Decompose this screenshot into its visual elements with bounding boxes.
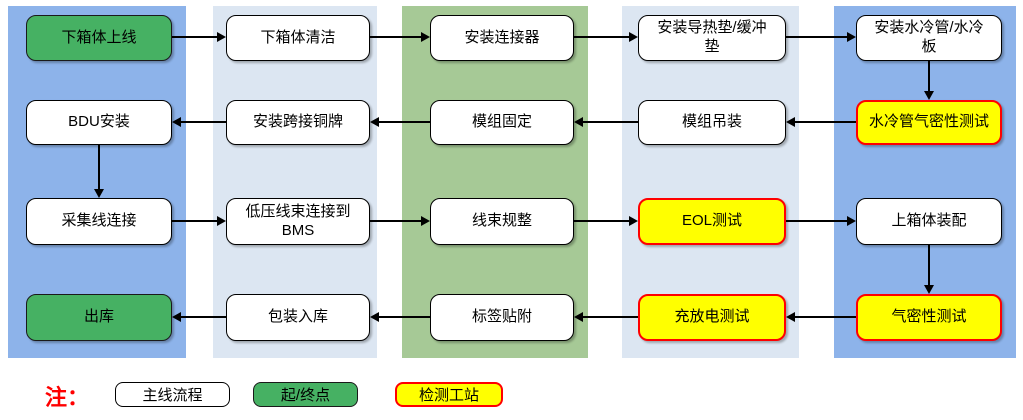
arrow-head-r3-4 — [847, 216, 856, 226]
arrow-head-r1-3 — [629, 32, 638, 42]
arrow-line-r2-1 — [795, 121, 856, 123]
flow-node-r3-c4: EOL测试 — [638, 198, 786, 245]
arrow-line-r1-3 — [574, 36, 629, 38]
flow-node-r2-c1: BDU安装 — [26, 100, 172, 145]
arrow-line-v1 — [928, 61, 930, 91]
arrow-line-r3-1 — [172, 220, 217, 222]
arrow-line-r2-4 — [181, 121, 226, 123]
arrow-head-r1-4 — [847, 32, 856, 42]
arrow-line-r1-4 — [786, 36, 847, 38]
flow-node-r4-c4: 充放电测试 — [638, 294, 786, 341]
flow-node-r3-c3: 线束规整 — [430, 198, 574, 245]
flow-node-r4-c3: 标签贴附 — [430, 294, 574, 341]
legend-start-end: 起/终点 — [253, 382, 358, 407]
arrow-head-v3 — [924, 285, 934, 294]
flow-node-r1-c4: 安装导热垫/缓冲 垫 — [638, 15, 786, 61]
arrow-head-r3-2 — [421, 216, 430, 226]
flow-node-r2-c5: 水冷管气密性测试 — [856, 100, 1002, 145]
arrow-line-r2-3 — [379, 121, 430, 123]
arrow-line-r3-4 — [786, 220, 847, 222]
arrow-line-r4-2 — [583, 316, 638, 318]
arrow-head-r3-1 — [217, 216, 226, 226]
flow-node-r2-c4: 模组吊装 — [638, 100, 786, 145]
arrow-head-v2 — [94, 189, 104, 198]
legend-main-process: 主线流程 — [115, 382, 230, 407]
flow-node-r1-c2: 下箱体清洁 — [226, 15, 370, 61]
arrow-head-r4-3 — [370, 312, 379, 322]
arrow-line-v3 — [928, 245, 930, 285]
flow-node-r3-c1: 采集线连接 — [26, 198, 172, 245]
flow-node-r1-c3: 安装连接器 — [430, 15, 574, 61]
flow-node-r1-c5: 安装水冷管/水冷 板 — [856, 15, 1002, 61]
arrow-line-r2-2 — [583, 121, 638, 123]
arrow-line-r1-1 — [172, 36, 217, 38]
flow-node-r3-c2: 低压线束连接到 BMS — [226, 198, 370, 245]
arrow-line-r4-3 — [379, 316, 430, 318]
arrow-line-r3-2 — [370, 220, 421, 222]
arrow-line-r4-4 — [181, 316, 226, 318]
flow-node-r3-c5: 上箱体装配 — [856, 198, 1002, 245]
arrow-line-r3-3 — [574, 220, 629, 222]
flow-node-end: 出库 — [26, 294, 172, 341]
arrow-head-r2-4 — [172, 117, 181, 127]
arrow-head-v1 — [924, 91, 934, 100]
arrow-head-r2-2 — [574, 117, 583, 127]
flow-node-r2-c3: 模组固定 — [430, 100, 574, 145]
arrow-head-r3-3 — [629, 216, 638, 226]
arrow-head-r4-1 — [786, 312, 795, 322]
flow-node-r2-c2: 安装跨接铜牌 — [226, 100, 370, 145]
arrow-head-r4-2 — [574, 312, 583, 322]
arrow-head-r4-4 — [172, 312, 181, 322]
flow-node-r4-c5: 气密性测试 — [856, 294, 1002, 341]
arrow-line-r4-1 — [795, 316, 856, 318]
arrow-line-r1-2 — [370, 36, 421, 38]
arrow-head-r2-3 — [370, 117, 379, 127]
flow-node-start: 下箱体上线 — [26, 15, 172, 61]
legend-test-station: 检测工站 — [395, 382, 503, 407]
flow-node-r4-c2: 包装入库 — [226, 294, 370, 341]
arrow-line-v2 — [98, 145, 100, 189]
arrow-head-r1-2 — [421, 32, 430, 42]
legend-note-label: 注： — [45, 385, 90, 410]
arrow-head-r2-1 — [786, 117, 795, 127]
arrow-head-r1-1 — [217, 32, 226, 42]
